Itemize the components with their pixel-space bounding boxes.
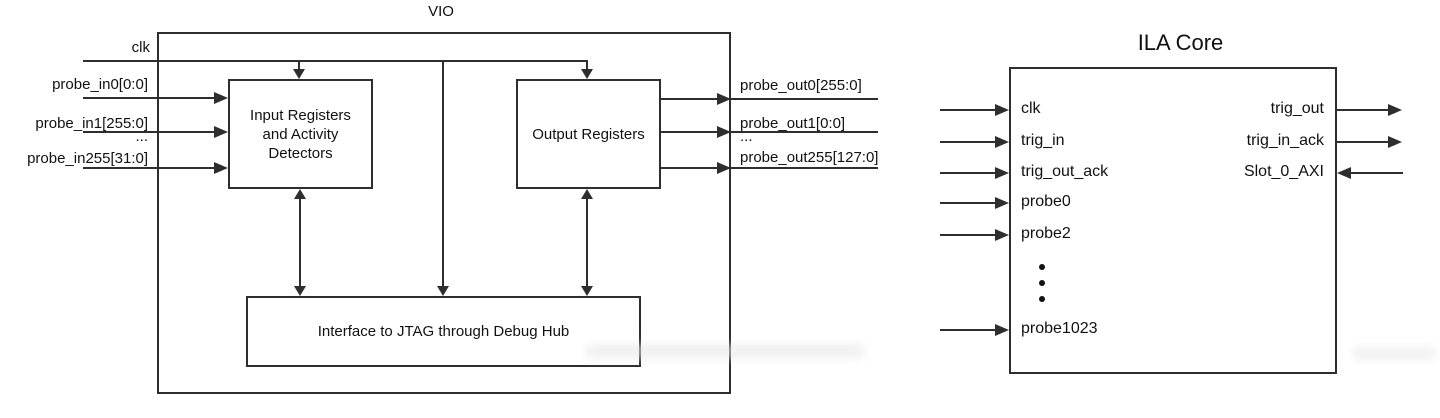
ellipsis-dot — [1039, 296, 1045, 302]
arrowhead-down-icon — [294, 286, 306, 296]
input-jtag-link — [299, 197, 301, 288]
arrowhead-right-icon — [717, 93, 731, 105]
ila-port-clk: clk — [1021, 100, 1041, 117]
clk-branch-jtag — [442, 60, 444, 286]
probe-out1-label: probe_out1[0:0] — [740, 115, 846, 132]
probe-out1-wire — [661, 131, 878, 133]
output-jtag-link — [586, 197, 588, 288]
probe-out0-wire — [661, 98, 878, 100]
probe-out255-label: probe_out255[127:0] — [740, 149, 879, 166]
output-registers-label: Output Registers — [532, 125, 645, 143]
arrowhead-right-icon — [1388, 104, 1402, 116]
ila-title: ILA Core — [1137, 30, 1224, 55]
probe-out-ellipsis: ... — [740, 128, 753, 145]
ila-port-trig-out-ack: trig_out_ack — [1021, 163, 1109, 180]
probe-in255-wire — [83, 167, 215, 169]
ila-core-box — [1009, 67, 1337, 374]
probe-in1-label: probe_in1[255:0] — [35, 115, 148, 132]
ila-probe1023-wire — [940, 329, 996, 331]
clk-branch-output — [586, 60, 588, 70]
probe-out0-label: probe_out0[255:0] — [740, 77, 862, 94]
arrowhead-right-icon — [995, 229, 1009, 241]
arrowhead-right-icon — [717, 126, 731, 138]
probe-in1-wire — [83, 131, 215, 133]
arrowhead-right-icon — [995, 167, 1009, 179]
ila-port-probe1023: probe1023 — [1021, 320, 1098, 337]
arrowhead-down-icon — [437, 286, 449, 296]
ila-port-probe0: probe0 — [1021, 193, 1071, 210]
ila-trig-out-wire — [1337, 109, 1389, 111]
jtag-interface-block: Interface to JTAG through Debug Hub — [246, 296, 641, 367]
ila-clk-wire — [940, 109, 996, 111]
vio-clk-label: clk — [131, 39, 150, 56]
ila-probe2-wire — [940, 234, 996, 236]
watermark-smudge — [1352, 347, 1437, 360]
input-registers-block: Input Registers and Activity Detectors — [228, 79, 373, 189]
arrowhead-right-icon — [717, 162, 731, 174]
arrowhead-right-icon — [214, 92, 228, 104]
arrowhead-down-icon — [293, 69, 305, 79]
arrowhead-right-icon — [214, 126, 228, 138]
ila-port-probe2: probe2 — [1021, 225, 1071, 242]
ila-trig-in-wire — [940, 141, 996, 143]
arrowhead-down-icon — [581, 69, 593, 79]
clk-branch-input — [298, 60, 300, 70]
arrowhead-up-icon — [581, 189, 593, 199]
ila-probe0-wire — [940, 202, 996, 204]
ellipsis-dot — [1039, 280, 1045, 286]
ellipsis-dot — [1039, 264, 1045, 270]
vio-title: VIO — [428, 3, 454, 20]
ila-trig-in-ack-wire — [1337, 141, 1389, 143]
ila-port-slot-0-axi: Slot_0_AXI — [1243, 163, 1324, 180]
output-registers-block: Output Registers — [516, 79, 661, 189]
arrowhead-up-icon — [294, 189, 306, 199]
ila-trig-out-ack-wire — [940, 172, 996, 174]
probe-in0-wire — [83, 97, 215, 99]
ila-port-trig-in-ack: trig_in_ack — [1246, 132, 1324, 149]
ila-port-trig-out: trig_out — [1270, 100, 1324, 117]
probe-out255-wire — [661, 167, 878, 169]
ila-port-trig-in: trig_in — [1021, 132, 1065, 149]
probe-in255-label: probe_in255[31:0] — [27, 150, 148, 167]
arrowhead-right-icon — [995, 197, 1009, 209]
input-registers-label: Input Registers and Activity Detectors — [250, 106, 351, 162]
arrowhead-right-icon — [995, 136, 1009, 148]
arrowhead-right-icon — [995, 324, 1009, 336]
arrowhead-right-icon — [995, 104, 1009, 116]
ila-slot-0-axi-wire — [1350, 172, 1403, 174]
probe-in-ellipsis: ... — [135, 128, 148, 145]
jtag-interface-label: Interface to JTAG through Debug Hub — [317, 323, 570, 340]
arrowhead-down-icon — [581, 286, 593, 296]
watermark-smudge — [585, 344, 865, 359]
clk-wire — [83, 60, 588, 62]
arrowhead-right-icon — [214, 162, 228, 174]
probe-in0-label: probe_in0[0:0] — [52, 76, 148, 93]
arrowhead-right-icon — [1388, 136, 1402, 148]
arrowhead-left-icon — [1337, 167, 1351, 179]
